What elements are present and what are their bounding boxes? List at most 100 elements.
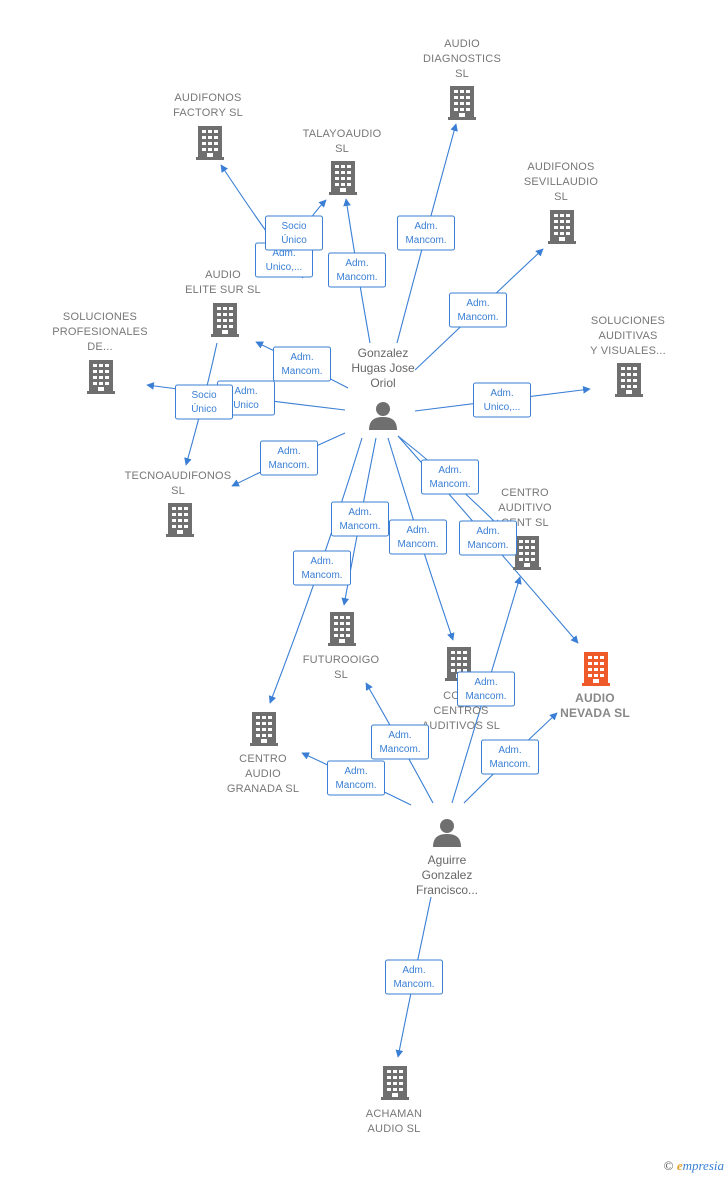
- edge-label-text: Adm.: [466, 298, 489, 309]
- edge-label[interactable]: Adm. Mancom.: [327, 760, 385, 796]
- edge-label-box: [457, 671, 515, 707]
- footer-brand: © empresia: [664, 1158, 724, 1174]
- edge-label-box: [371, 724, 429, 760]
- edge-label[interactable]: Adm.Mancom.: [371, 724, 429, 760]
- building-icon: [381, 1066, 409, 1100]
- edge-label-text: Mancom.: [339, 521, 380, 532]
- company-label: FACTORY SL: [173, 107, 243, 119]
- edge-label[interactable]: Adm. Unico,...: [473, 382, 531, 418]
- company-node-solprof[interactable]: SOLUCIONES PROFESIONALES DE...: [52, 311, 148, 394]
- company-label: AUDITIVOS SL: [422, 720, 500, 732]
- building-icon: [166, 503, 194, 537]
- edge-label-text: Mancom.: [429, 479, 470, 490]
- edge-label-box: [328, 252, 386, 288]
- edge-label[interactable]: Adm. Mancom.: [328, 252, 386, 288]
- edge-label-text: Adm.: [345, 258, 368, 269]
- edge-label[interactable]: Adm. Mancom.: [449, 292, 507, 328]
- edge-label-text: Mancom.: [301, 570, 342, 581]
- edge-label[interactable]: Adm.Mancom.: [385, 959, 443, 995]
- building-icon: [211, 303, 239, 337]
- company-node-audif_factory[interactable]: AUDIFONOS FACTORY SL: [173, 92, 243, 160]
- company-label: AUDIO: [205, 269, 241, 281]
- edge-label-text: Mancom.: [405, 235, 446, 246]
- edge-label[interactable]: Adm. Mancom.: [397, 215, 455, 251]
- edge-label-text: Socio: [281, 221, 306, 232]
- person-label: Hugas Jose: [351, 361, 415, 375]
- company-label: AUDIO: [444, 38, 480, 50]
- company-label: SEVILLAUDIO: [524, 176, 599, 188]
- company-label: PROFESIONALES: [52, 326, 148, 338]
- edge-label-text: Adm.: [438, 465, 461, 476]
- edge-label-text: Mancom.: [336, 272, 377, 283]
- edge-label-text: Mancom.: [379, 744, 420, 755]
- edge-label-text: Mancom.: [457, 312, 498, 323]
- edge-label[interactable]: Adm.Mancom.: [459, 520, 517, 556]
- company-label: DE...: [87, 341, 112, 353]
- edge-label-text: Adm.: [414, 221, 437, 232]
- edge-label[interactable]: Adm. Mancom.: [331, 501, 389, 537]
- edge-labels-layer: Adm.Mancom.Adm.Unico,...SocioÚnicoAdm.Ma…: [175, 215, 539, 995]
- edge-label-box: [397, 215, 455, 251]
- edge-label-box: [260, 440, 318, 476]
- edge-label-text: Adm.: [277, 446, 300, 457]
- edge-label-text: Adm.: [348, 507, 371, 518]
- company-label: AUDIO SL: [368, 1123, 421, 1135]
- edge-label-text: Unico,...: [484, 402, 521, 413]
- edge-label[interactable]: Adm.Mancom.: [293, 550, 351, 586]
- company-label: DIAGNOSTICS: [423, 53, 501, 65]
- edge-label[interactable]: Adm.Mancom.: [389, 519, 447, 555]
- company-label: SOLUCIONES: [63, 311, 137, 323]
- edge-label-box: [389, 519, 447, 555]
- edge-label-text: Mancom.: [397, 539, 438, 550]
- edge-label-box: [265, 215, 323, 251]
- company-label: CENTRO: [501, 487, 549, 499]
- edge-label-text: Socio: [191, 390, 216, 401]
- edge-label-text: Adm.: [402, 965, 425, 976]
- company-label: SL: [455, 68, 469, 80]
- edge-label[interactable]: Adm.Mancom.: [273, 346, 331, 382]
- company-node-audio_diag[interactable]: AUDIO DIAGNOSTICS SL: [423, 38, 501, 120]
- edge-label-text: Adm.: [490, 388, 513, 399]
- company-label: GRANADA SL: [227, 783, 299, 795]
- edge-label[interactable]: Adm. Mancom.: [421, 459, 479, 495]
- edge-label-box: [459, 520, 517, 556]
- company-label: AUDIFONOS: [174, 92, 241, 104]
- edge-label[interactable]: Adm.Unico,...: [255, 242, 313, 278]
- building-icon: [513, 536, 541, 570]
- edge-label-text: Único: [281, 233, 307, 246]
- company-label: FUTUROOIGO: [303, 654, 380, 666]
- edge-label[interactable]: Adm.Mancom.: [457, 671, 515, 707]
- edge-label-text: Adm.: [344, 766, 367, 777]
- brand-name: mpresia: [682, 1158, 724, 1173]
- edge-label[interactable]: Adm.Mancom.: [481, 739, 539, 775]
- building-icon: [196, 126, 224, 160]
- building-icon: [548, 210, 576, 244]
- company-label: SL: [171, 485, 185, 497]
- person-icon: [433, 819, 461, 847]
- edge-label-text: Mancom.: [467, 540, 508, 551]
- edge-label-text: Mancom.: [465, 691, 506, 702]
- company-label: NEVADA SL: [560, 706, 630, 720]
- edge-label-text: Mancom.: [335, 780, 376, 791]
- edge-label-box: [293, 550, 351, 586]
- brand-initial: e: [676, 1158, 683, 1173]
- edge-label-text: Adm.: [272, 248, 295, 259]
- edge-label[interactable]: Adm.Mancom.: [260, 440, 318, 476]
- company-label: AUDITIVO: [498, 502, 552, 514]
- person-node-p2[interactable]: AguirreGonzalezFrancisco...: [416, 819, 478, 897]
- company-label: SL: [554, 191, 568, 203]
- nodes-layer: AUDIO DIAGNOSTICS SL AUDIFONOS FACTORY SL TAL…: [52, 38, 666, 1135]
